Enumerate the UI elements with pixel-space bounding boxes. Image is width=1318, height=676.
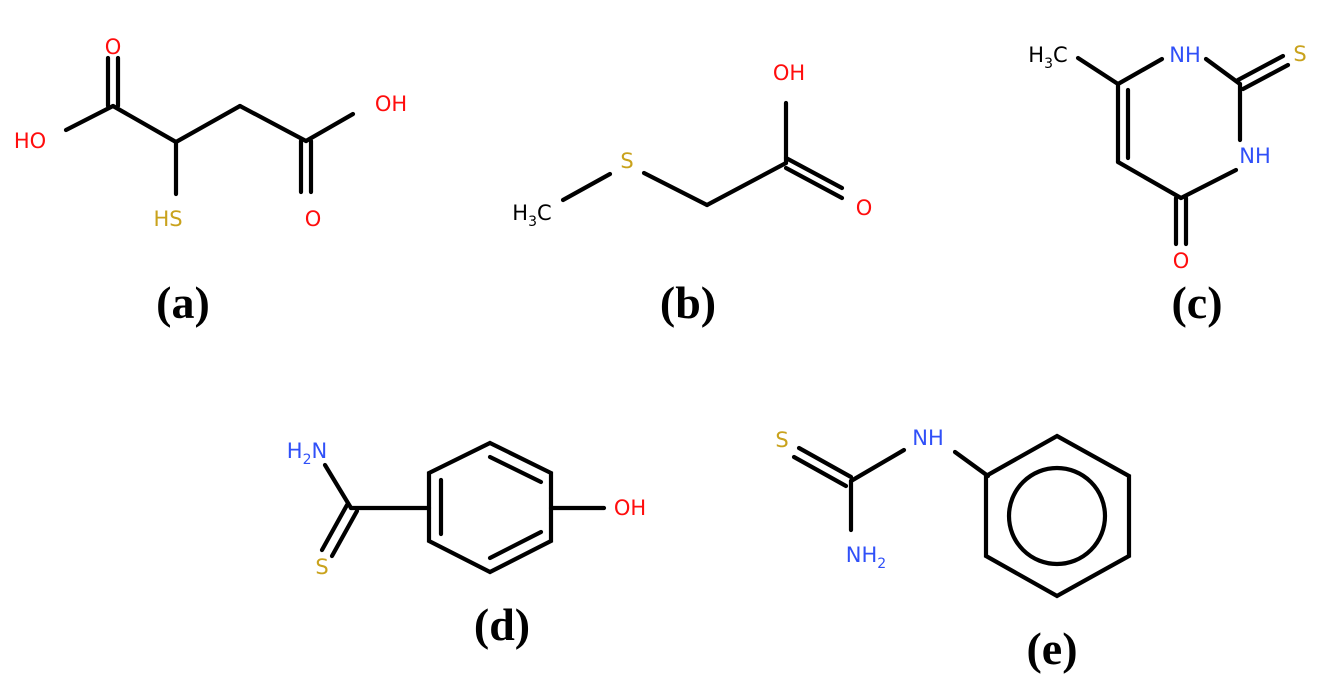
atom-sulfur: S: [315, 555, 328, 579]
bond: [487, 529, 544, 561]
bond: [848, 447, 907, 484]
bond: [704, 160, 789, 208]
bond: [783, 155, 845, 191]
atom-hydroxyl: HO: [14, 129, 46, 153]
atom-hydroxyl: OH: [773, 61, 805, 85]
caption-b: (b): [660, 277, 716, 328]
atom-hydroxyl: OH: [375, 92, 407, 116]
bond: [487, 454, 544, 485]
molecule-a: O HO OH HS O (a): [14, 35, 407, 328]
bond: [1115, 56, 1165, 87]
caption-d: (d): [474, 599, 530, 650]
atom-amine: NH: [1169, 43, 1201, 67]
atom-sulfur: S: [775, 428, 788, 452]
atom-methyl: H3C: [512, 201, 551, 230]
bond: [783, 165, 845, 201]
atom-sulfur: S: [1293, 42, 1306, 66]
bond: [237, 103, 309, 144]
bond: [303, 111, 356, 144]
bond: [110, 103, 179, 145]
aromatic-circle: [1006, 465, 1108, 567]
bond: [1203, 56, 1243, 87]
atom-sulfur: S: [620, 149, 633, 173]
caption-a: (a): [156, 277, 210, 328]
atom-amine: NH2: [846, 543, 886, 572]
bond: [791, 454, 849, 489]
atom-amine: NH: [912, 426, 944, 450]
bond: [1235, 53, 1286, 83]
bond: [319, 502, 350, 553]
molecule-b: OH S H3C O (b): [512, 61, 872, 328]
bond: [1240, 62, 1291, 92]
atom-methyl: H3C: [1028, 43, 1067, 72]
molecule-e: S NH NH2 (e): [775, 426, 1132, 674]
bond: [329, 508, 360, 559]
atom-thiol: HS: [153, 207, 182, 231]
benzene-ring: [426, 440, 554, 575]
bond: [322, 462, 354, 511]
atom-amine: H2N: [287, 439, 327, 468]
bond: [796, 445, 854, 480]
bond: [641, 170, 710, 208]
atom-hydroxyl: OH: [614, 496, 646, 520]
benzene-ring: [983, 433, 1132, 599]
atom-oxygen: O: [105, 35, 122, 59]
caption-c: (c): [1171, 277, 1222, 328]
molecule-c: H3C NH S NH O (c): [1028, 42, 1306, 328]
atom-oxygen: O: [856, 196, 873, 220]
bond: [1075, 55, 1121, 87]
bond: [1115, 159, 1184, 201]
bond: [952, 449, 991, 479]
caption-e: (e): [1026, 623, 1077, 674]
bond: [63, 103, 116, 133]
atom-oxygen: O: [1173, 249, 1190, 273]
molecule-d: H2N OH S (d): [287, 439, 646, 650]
bond: [1178, 167, 1239, 201]
bond: [560, 171, 613, 203]
atom-amine: NH: [1239, 144, 1271, 168]
atom-oxygen: O: [305, 207, 322, 231]
bond: [173, 103, 243, 145]
